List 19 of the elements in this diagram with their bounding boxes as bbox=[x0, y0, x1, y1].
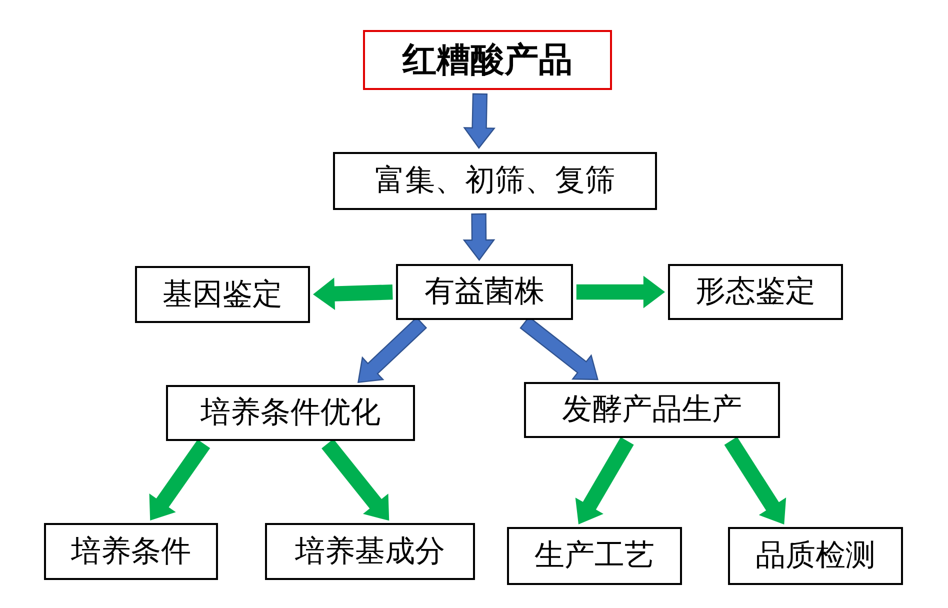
process-box: 有益菌株 bbox=[396, 264, 573, 320]
process-box: 培养基成分 bbox=[265, 523, 475, 580]
process-box: 形态鉴定 bbox=[668, 264, 843, 320]
block-arrow bbox=[575, 437, 634, 524]
block-arrow bbox=[576, 276, 665, 308]
process-box: 培养条件 bbox=[44, 523, 218, 580]
process-box: 发酵产品生产 bbox=[524, 382, 780, 438]
block-arrow bbox=[149, 439, 210, 521]
block-arrow bbox=[313, 278, 393, 310]
block-arrow bbox=[463, 93, 496, 149]
process-box: 品质检测 bbox=[728, 527, 903, 585]
process-box: 富集、初筛、复筛 bbox=[333, 152, 657, 210]
block-arrow bbox=[322, 438, 390, 521]
block-arrow bbox=[462, 213, 496, 261]
process-box: 红糟酸产品 bbox=[363, 30, 612, 90]
process-box: 基因鉴定 bbox=[135, 266, 310, 323]
process-box: 生产工艺 bbox=[507, 527, 682, 585]
process-box: 培养条件优化 bbox=[166, 385, 415, 441]
block-arrow bbox=[724, 436, 786, 524]
